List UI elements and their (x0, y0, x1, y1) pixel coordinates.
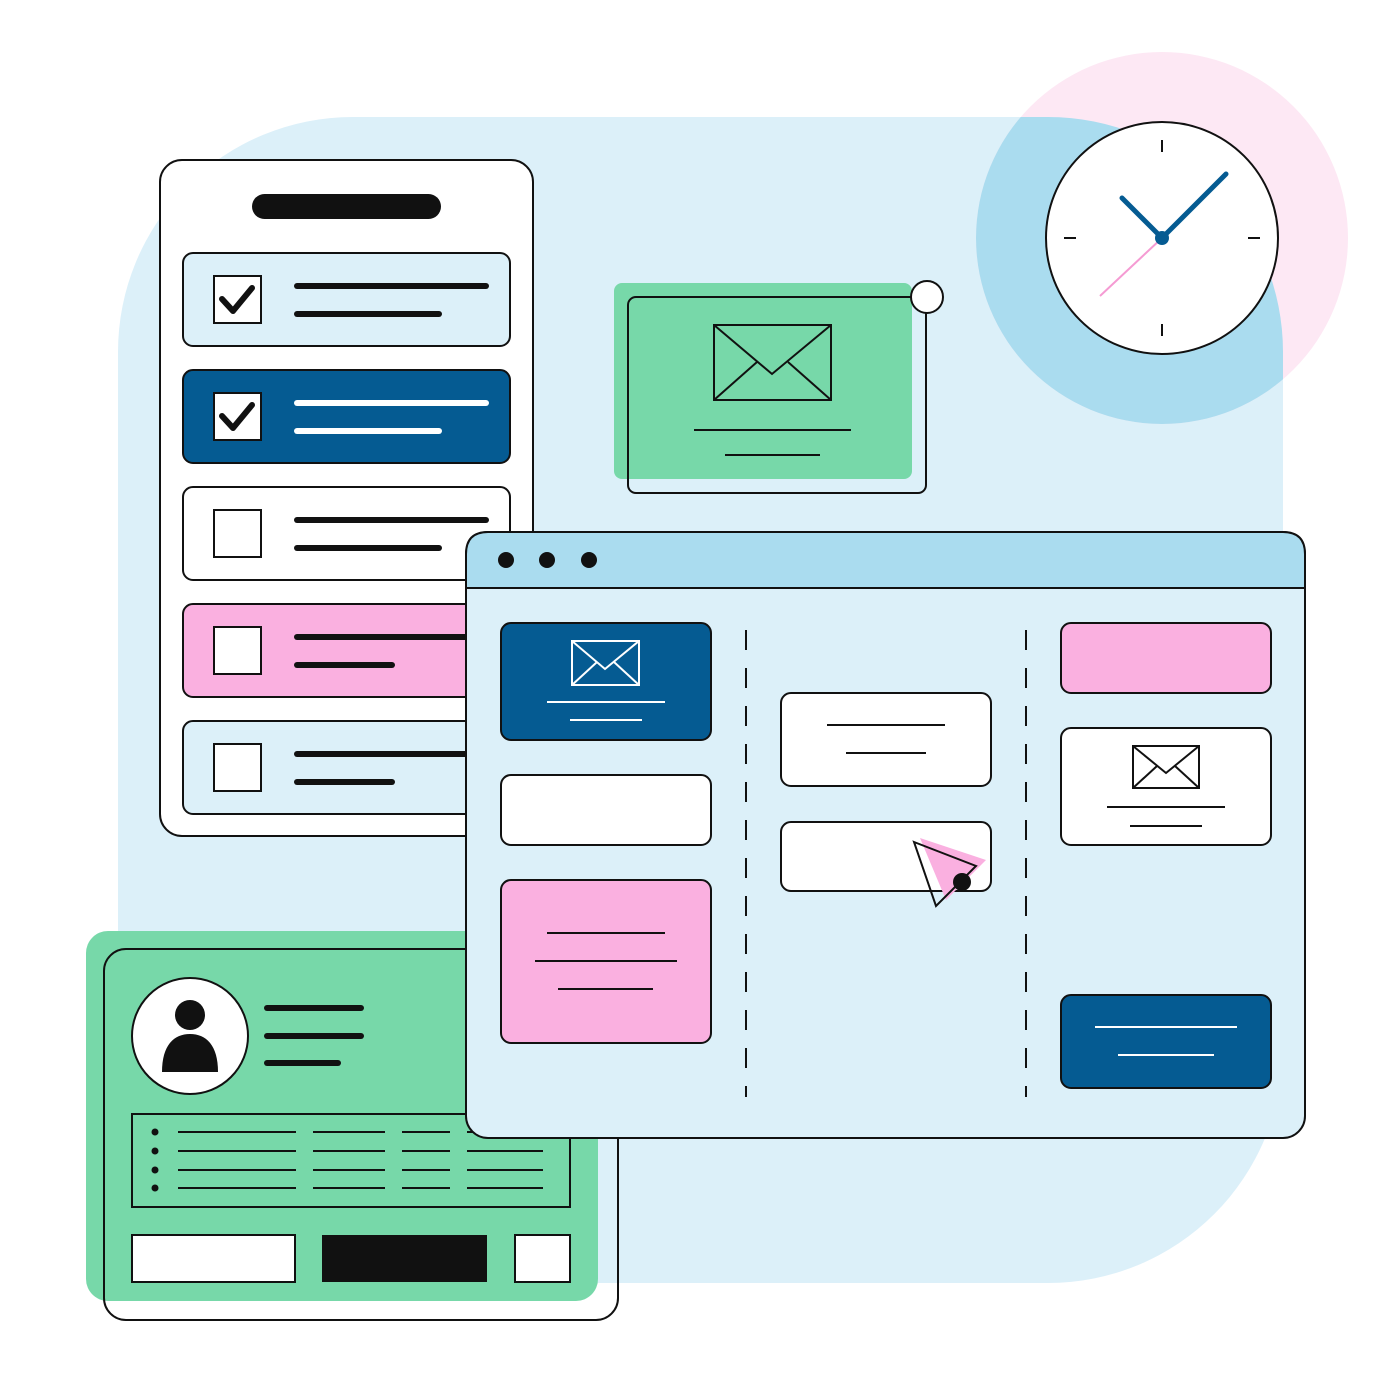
browser-window (465, 531, 1306, 1139)
kanban-card-email[interactable] (1060, 727, 1272, 846)
checkmark-icon (219, 402, 255, 431)
checkbox[interactable] (213, 275, 262, 324)
clock (976, 52, 1348, 424)
cursor-icon (912, 838, 986, 908)
profile-button-small[interactable] (514, 1234, 571, 1283)
checklist-item[interactable] (182, 486, 511, 581)
checklist-item[interactable] (182, 603, 511, 698)
kanban-card-pink[interactable] (1060, 622, 1272, 694)
kanban-card-navy[interactable] (1060, 994, 1272, 1089)
profile-button-primary[interactable] (322, 1235, 487, 1282)
kanban-card-pink[interactable] (500, 879, 712, 1044)
checklist-title-bar (252, 194, 441, 219)
avatar (131, 977, 249, 1095)
envelope-icon (571, 640, 640, 686)
checkmark-icon (219, 285, 255, 314)
kanban-card-email-navy[interactable] (500, 622, 712, 741)
table-row (151, 1147, 543, 1155)
kanban-card-text[interactable] (780, 692, 992, 787)
checklist-item[interactable] (182, 252, 511, 347)
clock-second-hand (1099, 237, 1163, 297)
email-card-handle[interactable] (910, 280, 944, 314)
user-icon (162, 1000, 218, 1072)
window-dot-close[interactable] (498, 552, 514, 568)
clock-ticks (1064, 140, 1260, 336)
envelope-icon (713, 324, 832, 401)
table-row (151, 1166, 543, 1174)
email-card[interactable] (614, 280, 944, 494)
checklist-item[interactable] (182, 369, 511, 464)
table-row (151, 1184, 543, 1192)
envelope-icon (1132, 745, 1200, 789)
profile-button-secondary[interactable] (131, 1234, 296, 1283)
checklist-card (159, 159, 534, 837)
profile-table (131, 1113, 571, 1208)
checklist-item[interactable] (182, 720, 511, 815)
window-dot-minimize[interactable] (539, 552, 555, 568)
checkbox[interactable] (213, 743, 262, 792)
checkbox[interactable] (213, 509, 262, 558)
kanban-card-empty[interactable] (500, 774, 712, 846)
window-dot-maximize[interactable] (581, 552, 597, 568)
checkbox[interactable] (213, 626, 262, 675)
